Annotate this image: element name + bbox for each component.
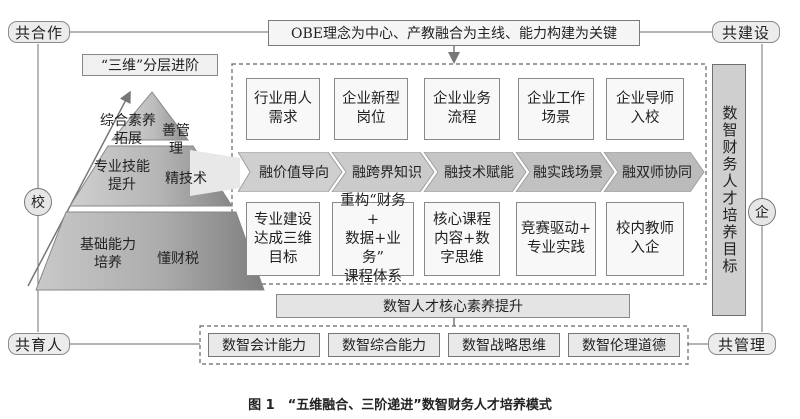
arrow-value-orientation: 融价值导向 (259, 165, 329, 181)
corner-educate: 共育人 (8, 333, 70, 355)
ability-strategy: 数智战略思维 (448, 333, 560, 357)
arrow-dual-teacher: 融双师协同 (622, 165, 692, 181)
corner-build: 共建设 (712, 21, 780, 43)
ability-comprehensive: 数智综合能力 (328, 333, 440, 357)
corner-manage: 共管理 (708, 333, 776, 355)
top-cell-mentor-in: 企业导师入校 (606, 78, 684, 140)
enterprise-circle: 企 (748, 198, 776, 226)
bottom-cell-major-construction: 专业建设达成三维目标 (246, 202, 320, 276)
talent-goal-vertical: 数智财务人才培养目标 (712, 64, 746, 316)
fusion-arrows (238, 152, 705, 192)
bottom-cell-competition: 竞赛驱动+专业实践 (516, 202, 596, 276)
core-literacy-bar: 数智人才核心素养提升 (276, 294, 630, 318)
pyramid-bot-right: 懂财税 (157, 251, 199, 267)
ability-accounting: 数智会计能力 (208, 333, 320, 357)
bottom-cell-curriculum: 重构“财务+数据+业务”课程体系 (332, 193, 414, 285)
pyramid-top-left: 综合素养拓展 (100, 113, 156, 147)
arrow-cross-knowledge: 融跨界知识 (352, 165, 422, 181)
core-principle-title: OBE理念为中心、产教融合为主线、能力构建为关键 (268, 20, 640, 46)
bottom-cell-teacher-to-enterprise: 校内教师入企 (606, 202, 684, 276)
arrow-tech-empower: 融技术赋能 (444, 165, 514, 181)
pyramid-mid-left: 专业技能提升 (94, 159, 150, 193)
three-dim-label: “三维”分层进阶 (82, 54, 218, 76)
top-cell-business-process: 企业业务流程 (424, 78, 500, 140)
pyramid-mid-right: 精技术 (165, 171, 207, 187)
figure-caption: 图 1 “五维融合、三阶递进”数智财务人才培养模式 (248, 398, 552, 413)
arrow-practice-scene: 融实践场景 (533, 165, 603, 181)
top-cell-work-scene: 企业工作场景 (518, 78, 594, 140)
school-circle: 校 (24, 188, 52, 216)
pyramid-top-right: 善管理 (162, 123, 190, 157)
ability-ethics: 数智伦理道德 (568, 333, 680, 357)
pyramid-bot-left: 基础能力培养 (80, 237, 136, 271)
corner-cooperate: 共合作 (8, 21, 70, 43)
bottom-cell-core-course: 核心课程内容+数字思维 (424, 202, 500, 276)
top-cell-industry-demand: 行业用人需求 (246, 78, 320, 140)
top-cell-new-positions: 企业新型岗位 (334, 78, 408, 140)
